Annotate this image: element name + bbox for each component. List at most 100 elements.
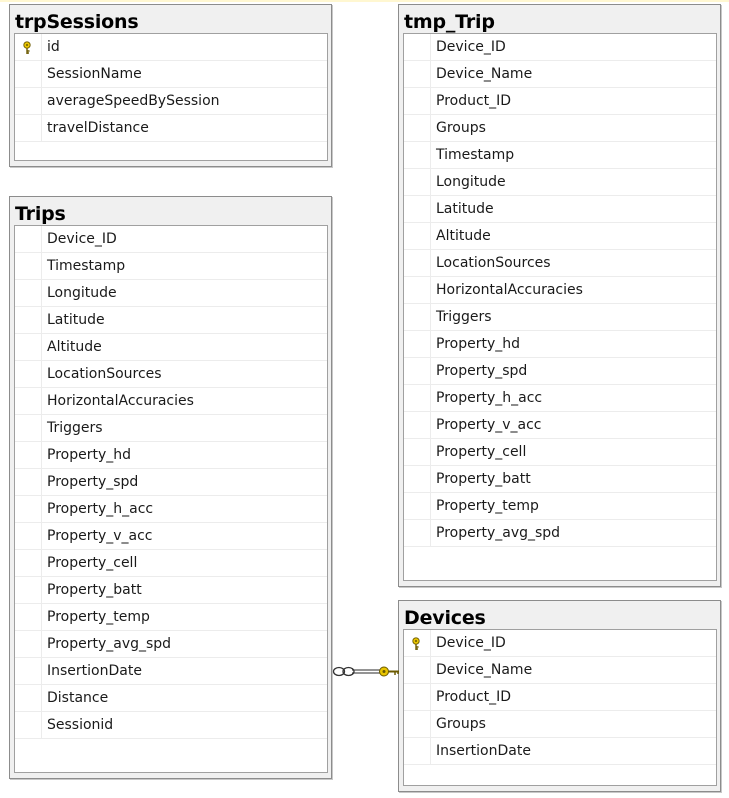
row-selector[interactable]	[404, 196, 431, 222]
row-selector[interactable]	[15, 577, 42, 603]
column-row[interactable]: Latitude	[15, 307, 327, 334]
row-selector[interactable]	[404, 385, 431, 411]
row-selector[interactable]	[404, 412, 431, 438]
row-selector[interactable]	[404, 34, 431, 60]
row-selector[interactable]	[15, 361, 42, 387]
column-row[interactable]: Product_ID	[404, 684, 716, 711]
column-row[interactable]: Property_cell	[15, 550, 327, 577]
row-selector[interactable]	[404, 493, 431, 519]
table-title[interactable]: trpSessions	[15, 11, 139, 33]
column-row[interactable]: InsertionDate	[15, 658, 327, 685]
row-selector[interactable]	[15, 442, 42, 468]
table-title[interactable]: Trips	[15, 203, 66, 225]
column-row[interactable]: HorizontalAccuracies	[15, 388, 327, 415]
column-row[interactable]: LocationSources	[404, 250, 716, 277]
row-selector[interactable]	[15, 523, 42, 549]
column-row[interactable]: Latitude	[404, 196, 716, 223]
column-row[interactable]: Property_cell	[404, 439, 716, 466]
column-row[interactable]: Property_batt	[15, 577, 327, 604]
column-row[interactable]: Property_temp	[15, 604, 327, 631]
row-selector[interactable]	[15, 253, 42, 279]
row-selector[interactable]	[15, 631, 42, 657]
row-selector[interactable]	[15, 550, 42, 576]
row-selector[interactable]	[404, 738, 431, 764]
column-row[interactable]: averageSpeedBySession	[15, 88, 327, 115]
relationship-trips-devices[interactable]	[332, 666, 400, 677]
row-selector[interactable]	[404, 684, 431, 710]
row-selector[interactable]	[404, 358, 431, 384]
column-row[interactable]: Longitude	[404, 169, 716, 196]
column-row[interactable]: Groups	[404, 711, 716, 738]
table-title[interactable]: tmp_Trip	[404, 11, 495, 33]
column-row[interactable]: Timestamp	[15, 253, 327, 280]
column-row[interactable]: Product_ID	[404, 88, 716, 115]
column-row[interactable]: Property_h_acc	[15, 496, 327, 523]
column-row[interactable]: InsertionDate	[404, 738, 716, 765]
table-title[interactable]: Devices	[404, 607, 486, 629]
column-row[interactable]: SessionName	[15, 61, 327, 88]
column-row[interactable]: Device_ID	[15, 226, 327, 253]
row-selector[interactable]	[404, 115, 431, 141]
row-selector[interactable]	[15, 115, 42, 141]
row-selector[interactable]	[404, 711, 431, 737]
column-row[interactable]: Longitude	[15, 280, 327, 307]
column-row[interactable]: travelDistance	[15, 115, 327, 142]
column-row[interactable]: LocationSources	[15, 361, 327, 388]
row-selector[interactable]	[404, 520, 431, 546]
column-row[interactable]: Altitude	[404, 223, 716, 250]
column-row[interactable]: Device_ID	[404, 34, 716, 61]
column-row[interactable]: Property_hd	[15, 442, 327, 469]
row-selector[interactable]	[15, 280, 42, 306]
row-selector[interactable]	[404, 630, 431, 656]
row-selector[interactable]	[404, 657, 431, 683]
column-row[interactable]: Property_h_acc	[404, 385, 716, 412]
column-row[interactable]: Property_v_acc	[15, 523, 327, 550]
column-row[interactable]: Device_Name	[404, 61, 716, 88]
column-row[interactable]: Triggers	[404, 304, 716, 331]
row-selector[interactable]	[15, 469, 42, 495]
column-row[interactable]: Property_v_acc	[404, 412, 716, 439]
column-row[interactable]: Property_temp	[404, 493, 716, 520]
column-row[interactable]: Sessionid	[15, 712, 327, 739]
column-row[interactable]: Property_hd	[404, 331, 716, 358]
row-selector[interactable]	[15, 415, 42, 441]
row-selector[interactable]	[404, 169, 431, 195]
row-selector[interactable]	[404, 142, 431, 168]
row-selector[interactable]	[15, 61, 42, 87]
row-selector[interactable]	[15, 334, 42, 360]
row-selector[interactable]	[15, 226, 42, 252]
row-selector[interactable]	[15, 496, 42, 522]
column-row[interactable]: Altitude	[15, 334, 327, 361]
row-selector[interactable]	[404, 277, 431, 303]
row-selector[interactable]	[15, 34, 42, 60]
row-selector[interactable]	[404, 61, 431, 87]
row-selector[interactable]	[404, 466, 431, 492]
column-row[interactable]: Triggers	[15, 415, 327, 442]
row-selector[interactable]	[404, 439, 431, 465]
column-row[interactable]: Timestamp	[404, 142, 716, 169]
row-selector[interactable]	[15, 307, 42, 333]
column-row[interactable]: HorizontalAccuracies	[404, 277, 716, 304]
row-selector[interactable]	[404, 331, 431, 357]
row-selector[interactable]	[404, 250, 431, 276]
row-selector[interactable]	[404, 223, 431, 249]
row-selector[interactable]	[15, 685, 42, 711]
column-row[interactable]: Property_avg_spd	[15, 631, 327, 658]
row-selector[interactable]	[15, 604, 42, 630]
column-row[interactable]: id	[15, 34, 327, 61]
column-row[interactable]: Distance	[15, 685, 327, 712]
row-selector[interactable]	[15, 658, 42, 684]
row-selector[interactable]	[404, 304, 431, 330]
column-row[interactable]: Device_ID	[404, 630, 716, 657]
column-row[interactable]: Property_spd	[15, 469, 327, 496]
column-row[interactable]: Property_batt	[404, 466, 716, 493]
row-selector[interactable]	[15, 388, 42, 414]
row-selector[interactable]	[15, 88, 42, 114]
row-selector[interactable]	[404, 88, 431, 114]
column-row[interactable]: Property_avg_spd	[404, 520, 716, 547]
row-selector[interactable]	[15, 712, 42, 738]
